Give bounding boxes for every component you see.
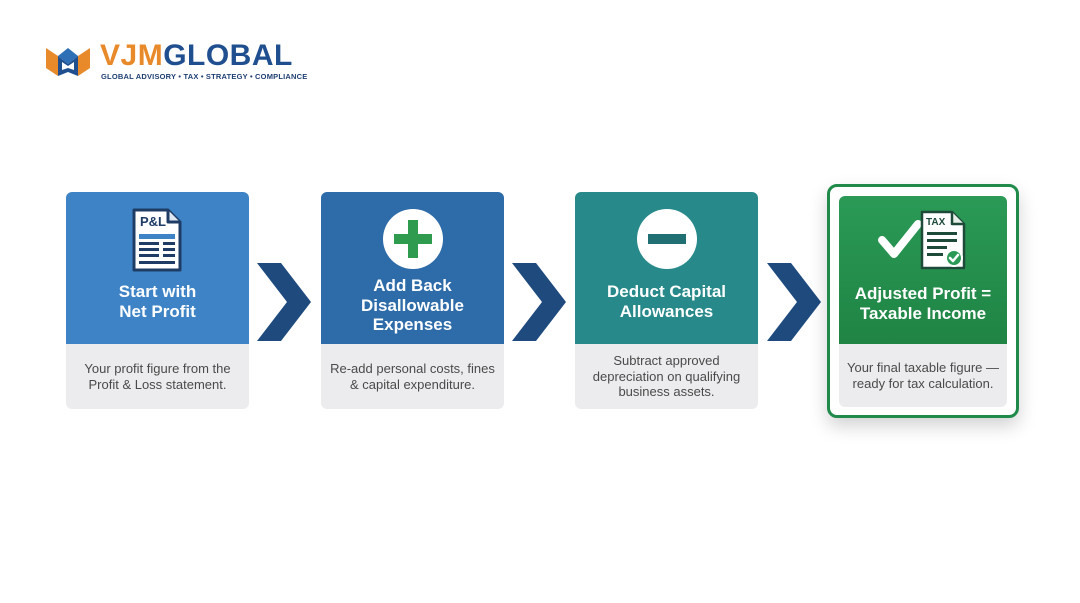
chevron-right-icon [257,263,311,341]
step-description: Your profit figure from the Profit & Los… [84,361,231,392]
step-description-box: Subtract approved depreciation on qualif… [575,344,758,409]
chevron-right-icon [512,263,566,341]
step-header: P&L Start with Net Profit [66,192,249,344]
step-description-box: Your final taxable figure — ready for ta… [839,344,1007,407]
step-description: Re-add personal costs, fines & capital e… [330,361,495,392]
step-title: Start with Net Profit [118,282,197,321]
step-adjusted-profit-taxable-income: TAX Adjusted Profit = Taxable Income You… [839,196,1007,407]
step-title: Add Back Disallowable Expenses [361,276,464,334]
plus-circle-icon [382,209,443,269]
brand-name: VJMGLOBAL [100,39,293,72]
step-start-with-net-profit: P&L Start with Net Profit Your profit fi… [66,192,249,409]
step-title: Adjusted Profit = Taxable Income [854,284,992,323]
svg-text:TAX: TAX [926,217,946,228]
step-description: Subtract approved depreciation on qualif… [592,353,741,400]
step-description-box: Re-add personal costs, fines & capital e… [321,344,504,409]
brand-tagline: GLOBAL ADVISORY • TAX • STRATEGY • COMPL… [101,72,308,81]
step-header: TAX Adjusted Profit = Taxable Income [839,196,1007,344]
tax-document-check-icon: TAX [878,210,966,270]
step-description: Your final taxable figure — ready for ta… [846,360,999,391]
step-title: Deduct Capital Allowances [606,282,727,321]
step-description-box: Your profit figure from the Profit & Los… [66,344,249,409]
svg-text:P&L: P&L [140,214,166,229]
chevron-right-icon [767,263,821,341]
minus-circle-icon [636,209,697,269]
step-deduct-capital-allowances: Deduct Capital Allowances Subtract appro… [575,192,758,409]
pl-statement-icon: P&L [132,208,181,272]
step-header: Deduct Capital Allowances [575,192,758,344]
step-header: Add Back Disallowable Expenses [321,192,504,344]
step-add-back-disallowable-expenses: Add Back Disallowable Expenses Re-add pe… [321,192,504,409]
logo-mark-icon [46,48,90,76]
